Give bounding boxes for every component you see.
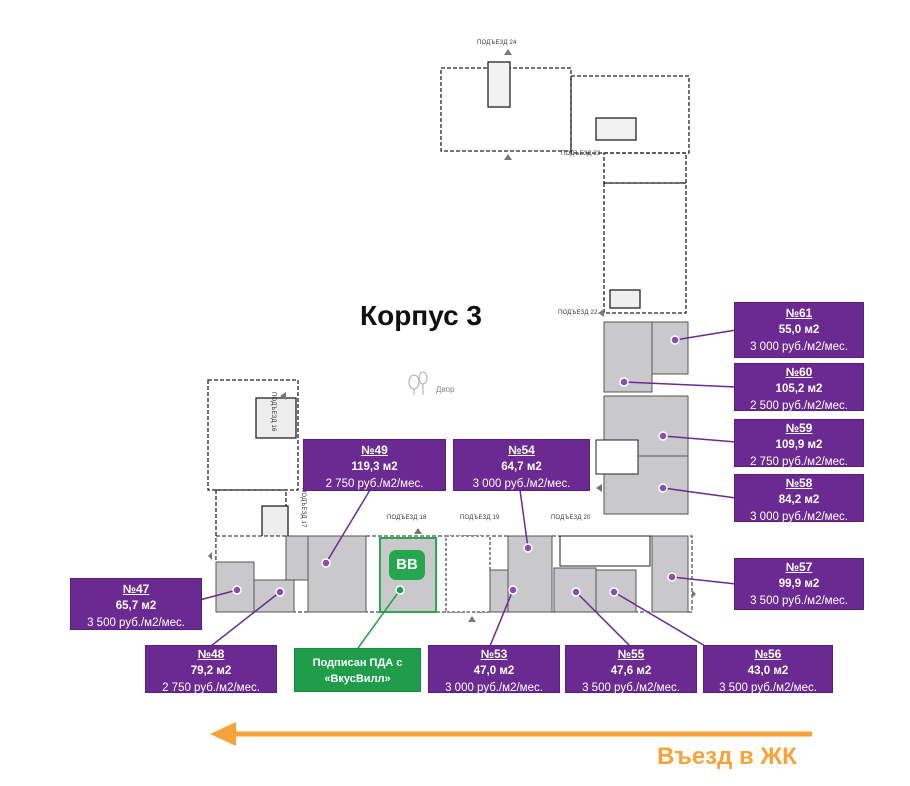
unit-54-price: 3 000 руб./м2/мес. xyxy=(472,478,571,490)
courtyard-label: Двор xyxy=(436,385,455,394)
unit-60-card[interactable]: №60 105,2 м2 2 500 руб./м2/мес. xyxy=(734,363,864,412)
entrance-22-label: ПОДЪЕЗД 22 xyxy=(558,310,598,316)
connector-lines xyxy=(195,329,737,647)
unit-56-number: №56 xyxy=(754,647,782,661)
building-west xyxy=(207,379,299,561)
entrance-24-label: ПОДЪЕЗД 24 xyxy=(477,40,517,46)
unit-54-number: №54 xyxy=(508,443,535,457)
signed-pda-card[interactable]: Подписан ПДА с «ВкусВилл» xyxy=(294,648,421,692)
unit-47-area-text: 65,7 м2 xyxy=(115,600,157,612)
unit-57-number: №57 xyxy=(785,560,813,574)
unit-55-number: №55 xyxy=(617,647,645,661)
unit-54-card[interactable]: №54 64,7 м2 3 000 руб./м2/мес. xyxy=(453,439,590,491)
unit-59-card[interactable]: №59 109,9 м2 2 750 руб./м2/мес. xyxy=(734,419,864,468)
entry-arrow-icon xyxy=(210,722,812,746)
entrance-23-label: ПОДЪЕЗД 23 xyxy=(561,151,601,157)
entrance-17-label: ПОДЪЕЗД 17 xyxy=(300,488,306,528)
unit-61-area-text: 55,0 м2 xyxy=(778,324,820,336)
building-north xyxy=(440,61,690,184)
tree-icon xyxy=(408,371,428,395)
unit-58-area-text: 84,2 м2 xyxy=(778,494,820,506)
unit-54-area-text: 64,7 м2 xyxy=(501,461,542,473)
connector-line-signed xyxy=(357,589,401,649)
unit-55-card[interactable]: №55 47,6 м2 3 500 руб./м2/мес. xyxy=(565,645,697,694)
entrance-19-label: ПОДЪЕЗД 19 xyxy=(460,515,500,521)
unit-47-number: №47 xyxy=(122,582,150,596)
unit-61-price: 3 000 руб./м2/мес. xyxy=(750,341,848,353)
unit-60-area-text: 105,2 м2 xyxy=(775,383,823,395)
unit-57-price: 3 500 руб./м2/мес. xyxy=(750,595,848,607)
entrance-20-label: ПОДЪЕЗД 20 xyxy=(551,515,591,521)
unit-49-price: 2 750 руб./м2/мес. xyxy=(325,478,424,490)
unit-53-price: 3 000 руб./м2/мес. xyxy=(445,682,543,694)
unit-49-number: №49 xyxy=(361,443,388,457)
building-east-wing xyxy=(603,182,687,314)
entrance-markers xyxy=(208,49,696,622)
unit-61-number: №61 xyxy=(785,306,813,320)
unit-56-price: 3 500 руб./м2/мес. xyxy=(719,682,817,694)
unit-57-area-text: 99,9 м2 xyxy=(778,578,820,590)
units-south xyxy=(215,535,693,613)
unit-58-card[interactable]: №58 84,2 м2 3 000 руб./м2/мес. xyxy=(734,474,864,523)
unit-dots xyxy=(232,335,680,597)
unit-57-card[interactable]: №57 99,9 м2 3 500 руб./м2/мес. xyxy=(734,558,864,610)
unit-48-card[interactable]: №48 79,2 м2 2 750 руб./м2/мес. xyxy=(145,645,277,694)
unit-60-number: №60 xyxy=(785,365,813,379)
unit-56-card[interactable]: №56 43,0 м2 3 500 руб./м2/мес. xyxy=(703,645,833,694)
unit-55-price: 3 500 руб./м2/мес. xyxy=(582,682,680,694)
building-title: Корпус 3 xyxy=(360,300,483,331)
unit-58-number: №58 xyxy=(785,476,813,490)
unit-55-area-text: 47,6 м2 xyxy=(610,665,652,677)
unit-53-area-text: 47,0 м2 xyxy=(473,665,515,677)
unit-49-area xyxy=(307,535,367,613)
unit-59-area-text: 109,9 м2 xyxy=(775,439,823,451)
unit-61-card[interactable]: №61 55,0 м2 3 000 руб./м2/мес. xyxy=(734,302,864,358)
entrance-16-label: ПОДЪЕЗД 16 xyxy=(270,392,276,432)
unit-53-number: №53 xyxy=(480,647,508,661)
entrance-18-label: ПОДЪЕЗД 18 xyxy=(387,515,427,521)
unit-48-number: №48 xyxy=(197,647,225,661)
unit-47-price: 3 500 руб./м2/мес. xyxy=(87,617,185,629)
unit-49-area-text: 119,3 м2 xyxy=(351,461,398,473)
unit-60-price: 2 500 руб./м2/мес. xyxy=(750,400,848,412)
unit-48-area-text: 79,2 м2 xyxy=(190,665,232,677)
unit-59-price: 2 750 руб./м2/мес. xyxy=(750,456,848,468)
unit-58-price: 3 000 руб./м2/мес. xyxy=(750,511,848,523)
unit-53-card[interactable]: №53 47,0 м2 3 000 руб./м2/мес. xyxy=(428,645,560,694)
unit-59-number: №59 xyxy=(785,421,813,435)
unit-56-area-text: 43,0 м2 xyxy=(747,665,789,677)
unit-49-card[interactable]: №49 119,3 м2 2 750 руб./м2/мес. xyxy=(303,439,446,491)
units-east xyxy=(595,321,689,515)
signed-line1: Подписан ПДА с xyxy=(312,657,403,669)
entry-label: Въезд в ЖК xyxy=(657,743,797,770)
unit-47-card[interactable]: №47 65,7 м2 3 500 руб./м2/мес. xyxy=(70,578,202,630)
unit-61-area xyxy=(651,321,689,375)
unit-48-price: 2 750 руб./м2/мес. xyxy=(162,682,260,694)
signed-line2: «ВкусВилл» xyxy=(324,673,391,685)
vkusvill-logo: ВВ xyxy=(389,550,425,580)
